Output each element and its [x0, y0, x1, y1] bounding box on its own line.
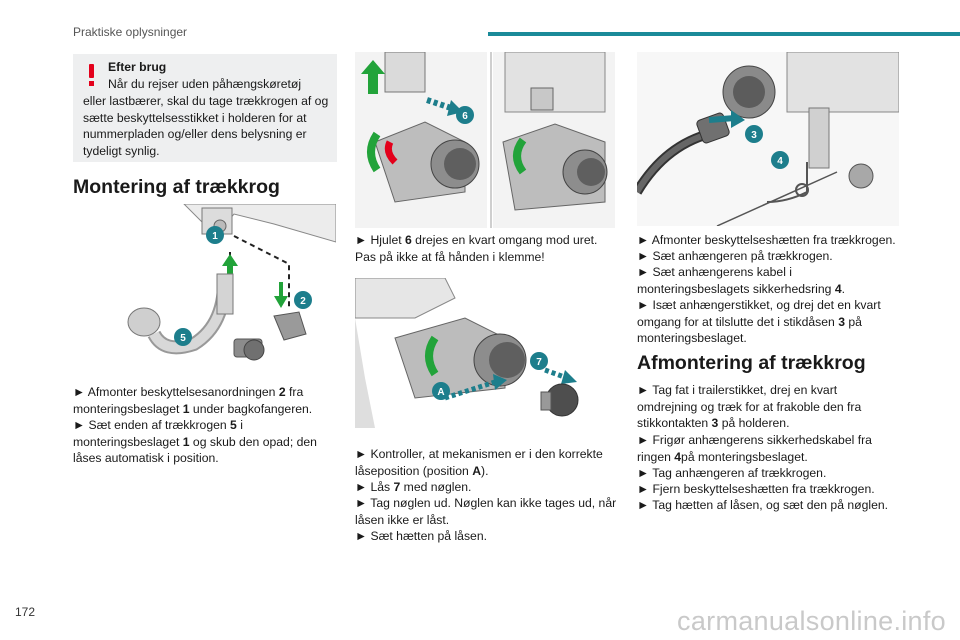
col3-paragraph-3: ► Sæt anhængerens kabel i monteringsbesl… — [637, 265, 845, 296]
heading-montering: Montering af trækkrog — [73, 176, 280, 198]
col3-removal-4: ► Fjern beskyttelseshætten fra trækkroge… — [637, 482, 875, 496]
col1-paragraph-1: ► Afmonter beskyttelsesanordningen 2 fra… — [73, 385, 313, 416]
warning-body: eller lastbærer, skal du tage trækkrogen… — [83, 94, 329, 158]
badge-7: 7 — [536, 357, 542, 368]
page-number: 172 — [15, 605, 36, 619]
col2-paragraph-3: ► Lås 7 med nøglen. — [355, 480, 472, 494]
warning-box: Efter brug Når du rejser uden påhængskør… — [73, 54, 337, 162]
col3-paragraph-1: ► Afmonter beskyttelseshætten fra trækkr… — [637, 233, 896, 247]
badge-A: A — [437, 387, 444, 398]
badge-1: 1 — [212, 231, 218, 242]
illustration-trailer-cable: 3 4 — [637, 52, 899, 226]
col3-removal-1: ► Tag fat i trailerstikket, drej en kvar… — [637, 383, 862, 431]
col2-paragraph-4: ► Tag nøglen ud. Nøglen kan ikke tages u… — [355, 496, 617, 527]
col3-removal-2: ► Frigør anhængerens sikkerhedskabel fra… — [637, 433, 872, 464]
illustration-lock: 7 A — [355, 278, 585, 432]
badge-3: 3 — [751, 130, 757, 141]
warning-title: Efter brug — [108, 60, 167, 74]
header-accent-bar — [488, 32, 960, 36]
illustration-wheel-turn: 6 — [355, 52, 615, 228]
heading-afmontering: Afmontering af trækkrog — [637, 352, 866, 374]
col3-removal-3: ► Tag anhængeren af trækkrogen. — [637, 466, 827, 480]
col3-removal-5: ► Tag hætten af låsen, og sæt den på nøg… — [637, 498, 889, 512]
warning-line1: Når du rejser uden påhængskøretøj — [108, 77, 302, 91]
col2-paragraph-2: ► Kontroller, at mekanismen er i den kor… — [355, 447, 603, 478]
exclamation-icon — [89, 64, 95, 86]
col1-paragraph-2: ► Sæt enden af trækkrogen 5 i monterings… — [73, 418, 317, 466]
running-header: Praktiske oplysninger — [73, 25, 188, 39]
watermark: carmanualsonline.info — [677, 606, 946, 636]
col3-paragraph-4: ► Isæt anhængerstikket, og drej det en k… — [637, 298, 881, 346]
badge-4: 4 — [777, 156, 783, 167]
col2-paragraph-5: ► Sæt hætten på låsen. — [355, 529, 487, 543]
badge-6: 6 — [462, 111, 468, 122]
badge-5: 5 — [180, 333, 186, 344]
col2-paragraph-1: ► Hjulet 6 drejes en kvart omgang mod ur… — [355, 233, 598, 264]
col3-paragraph-2: ► Sæt anhængeren på trækkrogen. — [637, 249, 833, 263]
badge-2: 2 — [300, 296, 306, 307]
illustration-hitch-mounting: 1 2 5 — [124, 204, 336, 374]
